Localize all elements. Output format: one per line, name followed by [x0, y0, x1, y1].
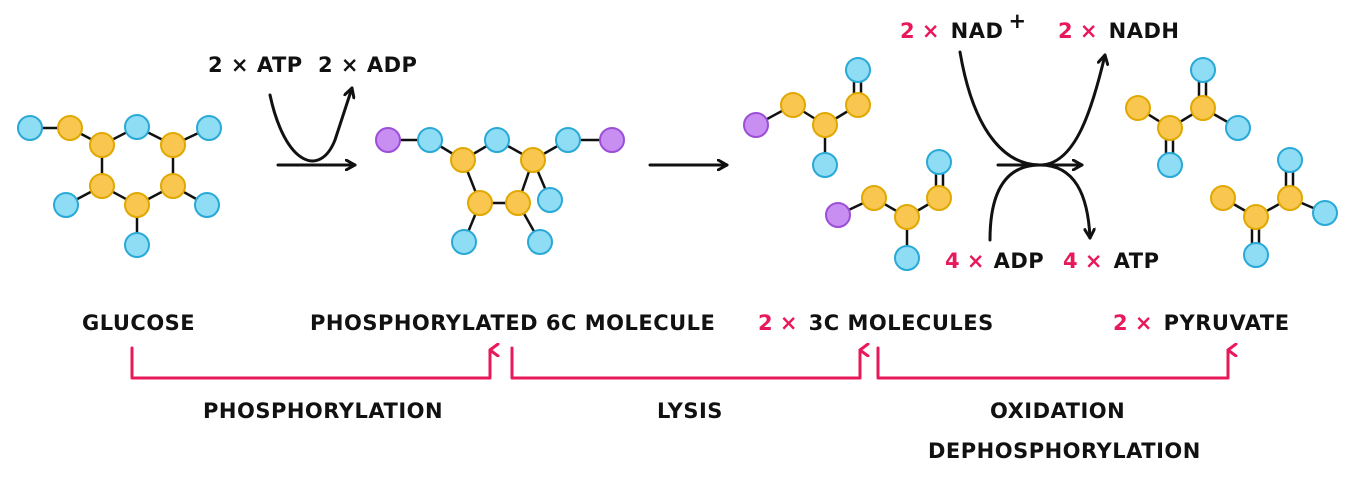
phosphate-atom — [375, 127, 401, 153]
oxidation-bracket — [876, 348, 1228, 380]
carbon-atom — [160, 132, 186, 158]
carbon-atom — [861, 185, 887, 211]
oxygen-atom — [194, 192, 220, 218]
oxygen-atom — [124, 232, 150, 258]
oxygen-atom — [845, 57, 871, 83]
carbon-atom — [894, 204, 920, 230]
oxygen-atom — [1157, 152, 1183, 178]
atp-label: 4 × ATP — [1063, 249, 1159, 273]
carbon-atom — [1125, 95, 1151, 121]
phosphate-atom — [743, 112, 769, 138]
oxygen-atom — [1277, 147, 1303, 173]
nadh-label: 2 × NADH — [1058, 19, 1179, 43]
phosphorylated-label: PHOSPHORYLATED 6C MOLECULE — [310, 311, 715, 335]
carbon-atom — [926, 185, 952, 211]
oxygen-atom — [1225, 115, 1251, 141]
phosphorylation-stage-label: PHOSPHORYLATION — [203, 399, 443, 423]
oxidation-arrows: 2 × NAD + 2 × NADH 4 × ADP 4 × ATP — [900, 9, 1179, 273]
pyruvate-molecule-top — [1125, 57, 1251, 178]
carbon-atom — [160, 173, 186, 199]
carbon-atom — [812, 112, 838, 138]
carbon-atom — [520, 147, 546, 173]
carbon-atom — [124, 192, 150, 218]
carbon-atom — [450, 147, 476, 173]
oxidation-stage-label: OXIDATION — [990, 399, 1125, 423]
oxygen-atom — [894, 245, 920, 271]
adp-output-label: 2 × ADP — [318, 53, 417, 77]
three-carbon-molecule-top — [743, 57, 871, 178]
oxygen-atom — [451, 229, 477, 255]
carbon-atom — [1190, 95, 1216, 121]
phosphorylated-molecule — [375, 127, 625, 255]
oxygen-atom — [812, 152, 838, 178]
oxygen-atom — [926, 149, 952, 175]
carbon-atom — [505, 190, 531, 216]
carbon-atom — [467, 190, 493, 216]
oxygen-atom — [1243, 242, 1269, 268]
carbon-atom — [89, 132, 115, 158]
lysis-stage-label: LYSIS — [657, 399, 723, 423]
carbon-atom — [1157, 115, 1183, 141]
carbon-atom — [57, 115, 83, 141]
carbon-atom — [89, 173, 115, 199]
phosphate-atom — [825, 202, 851, 228]
oxygen-atom — [17, 115, 43, 141]
oxygen-atom — [537, 187, 563, 213]
oxygen-atom — [124, 114, 150, 140]
oxygen-atom — [555, 127, 581, 153]
carbon-atom — [845, 92, 871, 118]
adp-label: 4 × ADP — [945, 249, 1044, 273]
phosphorylation-arrow: 2 × ATP 2 × ADP — [208, 53, 417, 165]
oxygen-atom — [196, 115, 222, 141]
carbon-atom — [1210, 185, 1236, 211]
oxygen-atom — [1312, 200, 1338, 226]
oxygen-atom — [484, 127, 510, 153]
three-c-label: 2 × 3C MOLECULES — [758, 311, 994, 335]
pyruvate-label: 2 × PYRUVATE — [1113, 311, 1290, 335]
oxygen-atom — [1190, 57, 1216, 83]
lysis-bracket — [510, 348, 860, 380]
carbon-atom — [1277, 185, 1303, 211]
oxygen-atom — [417, 127, 443, 153]
phosphate-atom — [599, 127, 625, 153]
carbon-atom — [1243, 204, 1269, 230]
carbon-atom — [780, 92, 806, 118]
pyruvate-molecule-bottom — [1210, 147, 1338, 268]
glucose-label: GLUCOSE — [82, 311, 195, 335]
nad-label: 2 × NAD + — [900, 9, 1027, 43]
phosphorylation-bracket — [130, 348, 490, 380]
three-carbon-molecule-bottom — [825, 149, 952, 271]
oxygen-atom — [53, 192, 79, 218]
glucose-molecule — [17, 114, 222, 258]
dephosphorylation-stage-label: DEPHOSPHORYLATION — [928, 439, 1201, 463]
atp-input-label: 2 × ATP — [208, 53, 303, 77]
oxygen-atom — [527, 229, 553, 255]
